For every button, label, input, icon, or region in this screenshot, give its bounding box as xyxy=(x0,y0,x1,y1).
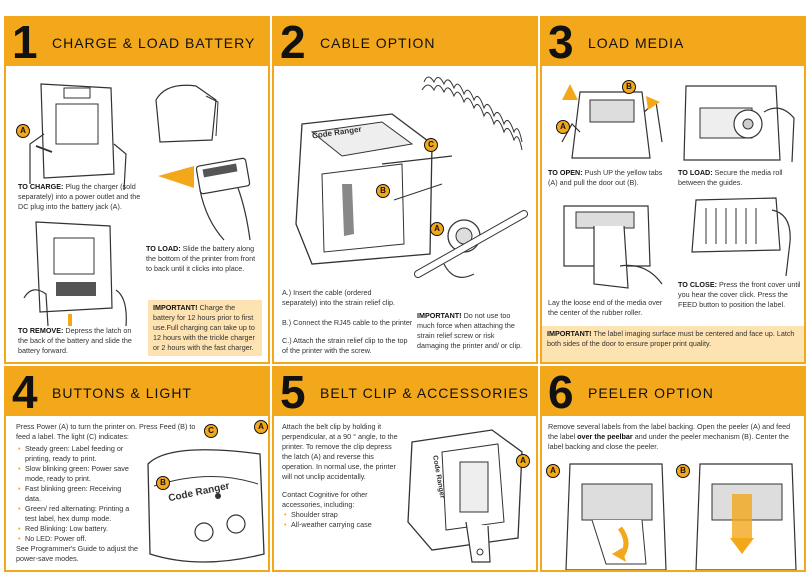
open-text: Push UP the yellow tabs (A) and pull the… xyxy=(548,168,663,187)
list-item: Red Blinking: Low battery. xyxy=(18,524,138,534)
callout-marker-b: B xyxy=(376,184,390,198)
list-item: Green/ red alternating: Printing a test … xyxy=(18,504,138,524)
load-heading: TO LOAD: xyxy=(146,244,181,253)
accessories-list: Shoulder strap All-weather carrying case xyxy=(284,510,402,530)
coiled-cable-illustration xyxy=(414,68,532,168)
callout-marker-a: A xyxy=(556,120,570,134)
belt-clip-instructions: Attach the belt clip by holding it perpe… xyxy=(282,422,398,481)
peeler-text-bold: over the peelbar xyxy=(577,432,633,441)
accessories-contact: Contact Cognitive for other accessories,… xyxy=(282,490,368,509)
important-heading: IMPORTANT! xyxy=(547,329,592,338)
close-cover-illustration xyxy=(676,190,798,280)
remove-battery-instructions: TO REMOVE: Depress the latch on the back… xyxy=(18,326,142,356)
panel-title: BELT CLIP & ACCESSORIES xyxy=(320,385,529,401)
important-text: Do not use too much force when attaching… xyxy=(417,311,523,350)
step-number: 2 xyxy=(280,16,306,68)
charge-instructions: TO CHARGE: Plug the charger (sold separa… xyxy=(18,182,142,212)
list-item: Shoulder strap xyxy=(284,510,402,520)
panel-title: CABLE OPTION xyxy=(320,35,436,51)
lay-media-instructions: Lay the loose end of the media over the … xyxy=(548,298,663,317)
callout-marker-c: C xyxy=(424,138,438,152)
panel-header: 2 CABLE OPTION xyxy=(274,16,536,68)
panel-cable-option: 2 CABLE OPTION Code Ranger C B xyxy=(272,16,538,364)
callout-marker-a: A xyxy=(546,464,560,478)
important-text: The label imaging surface must be center… xyxy=(547,329,795,348)
charge-heading: TO CHARGE: xyxy=(18,182,64,191)
printer-cable-illustration xyxy=(282,104,452,274)
step-number: 3 xyxy=(548,16,574,68)
buttons-outro: See Programmer's Guide to adjust the pow… xyxy=(16,544,139,563)
printer-buttons-illustration xyxy=(140,424,268,570)
load-text: Secure the media roll between the guides… xyxy=(678,168,783,187)
load-battery-instructions: TO LOAD: Slide the battery along the bot… xyxy=(146,244,262,274)
peeler-open-illustration xyxy=(562,454,670,570)
callout-marker-b: B xyxy=(622,80,636,94)
load-heading: TO LOAD: xyxy=(678,168,713,177)
close-instructions: TO CLOSE: Press the front cover until yo… xyxy=(678,280,802,310)
step-number: 5 xyxy=(280,366,306,418)
panel-header: 5 BELT CLIP & ACCESSORIES xyxy=(274,366,536,418)
cable-step-b: B.) Connect the RJ45 cable to the printe… xyxy=(282,318,414,327)
important-heading: IMPORTANT! xyxy=(417,311,462,320)
panel-load-media: 3 LOAD MEDIA B A TO OPEN: Push UP the ye… xyxy=(540,16,806,364)
panel-header: 4 BUTTONS & LIGHT xyxy=(6,366,268,418)
peeler-text-1: Remove several labels from the label bac… xyxy=(548,422,791,441)
remove-heading: TO REMOVE: xyxy=(18,326,64,335)
peeler-text-2: and under the peeler mechanism (B). Cent… xyxy=(548,432,789,451)
cable-step-c: C.) Attach the strain relief clip to the… xyxy=(282,336,408,355)
step-number: 1 xyxy=(12,16,38,68)
important-heading: IMPORTANT! xyxy=(153,303,198,312)
peeler-closed-illustration xyxy=(692,454,802,570)
close-text: Press the front cover until you hear the… xyxy=(678,280,801,309)
step-number: 6 xyxy=(548,366,574,418)
charge-text: Plug the charger (sold separately) into … xyxy=(18,182,141,211)
battery-insert-illustration xyxy=(146,80,258,244)
close-heading: TO CLOSE: xyxy=(678,280,718,289)
open-door-illustration xyxy=(550,72,668,164)
panel-header: 3 LOAD MEDIA xyxy=(542,16,804,68)
light-status-list: Steady green: Label feeding or printing,… xyxy=(18,444,138,544)
list-item: No LED: Power off. xyxy=(18,534,138,544)
panel-charge-load-battery: 1 CHARGE & LOAD BATTERY A TO CHARGE: Plu… xyxy=(4,16,270,364)
list-item: Steady green: Label feeding or printing,… xyxy=(18,444,138,464)
remove-text: Depress the latch on the back of the bat… xyxy=(18,326,132,355)
panel-title: CHARGE & LOAD BATTERY xyxy=(52,35,256,51)
step-number: 4 xyxy=(12,366,38,418)
panel-belt-clip-accessories: 5 BELT CLIP & ACCESSORIES Attach the bel… xyxy=(272,366,538,572)
panel-title: PEELER OPTION xyxy=(588,385,714,401)
cable-step-a: A.) Insert the cable (ordered separately… xyxy=(282,288,396,307)
important-note: IMPORTANT! The label imaging surface mus… xyxy=(542,326,804,362)
panel-header: 1 CHARGE & LOAD BATTERY xyxy=(6,16,268,68)
callout-marker-c: C xyxy=(204,424,218,438)
important-text: Charge the battery for 12 hours prior to… xyxy=(153,303,255,352)
load-text: Slide the battery along the bottom of th… xyxy=(146,244,256,273)
peeler-instructions: Remove several labels from the label bac… xyxy=(548,422,802,452)
battery-remove-illustration xyxy=(16,214,136,328)
panel-title: BUTTONS & LIGHT xyxy=(52,385,192,401)
printer-charging-illustration xyxy=(16,74,136,192)
load-media-instructions: TO LOAD: Secure the media roll between t… xyxy=(678,168,798,188)
important-note: IMPORTANT! Charge the battery for 12 hou… xyxy=(148,300,262,356)
media-roll-illustration xyxy=(676,72,798,164)
list-item: Slow blinking green: Power save mode, re… xyxy=(18,464,138,484)
panel-title: LOAD MEDIA xyxy=(588,35,685,51)
open-heading: TO OPEN: xyxy=(548,168,583,177)
callout-marker-a: A xyxy=(254,420,268,434)
callout-marker-a: A xyxy=(430,222,444,236)
open-instructions: TO OPEN: Push UP the yellow tabs (A) and… xyxy=(548,168,668,188)
panel-buttons-light: 4 BUTTONS & LIGHT Press Power (A) to tur… xyxy=(4,366,270,572)
list-item: All-weather carrying case xyxy=(284,520,402,530)
list-item: Fast blinking green: Receiving data. xyxy=(18,484,138,504)
panel-header: 6 PEELER OPTION xyxy=(542,366,804,418)
strain-relief-clip-illustration xyxy=(414,194,532,294)
buttons-intro: Press Power (A) to turn the printer on. … xyxy=(16,422,196,441)
lay-media-illustration xyxy=(550,196,670,294)
callout-marker-a: A xyxy=(516,454,530,468)
callout-marker-b: B xyxy=(156,476,170,490)
callout-marker-a: A xyxy=(16,124,30,138)
important-note: IMPORTANT! Do not use too much force whe… xyxy=(412,308,532,354)
callout-marker-b: B xyxy=(676,464,690,478)
belt-clip-illustration xyxy=(402,422,534,568)
panel-peeler-option: 6 PEELER OPTION Remove several labels fr… xyxy=(540,366,806,572)
